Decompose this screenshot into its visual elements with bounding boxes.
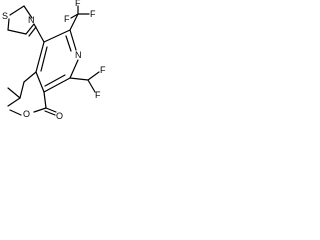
atom-label-cf3-top: F: [75, 0, 81, 8]
bond-ch-methyl-a: [7, 87, 21, 99]
bond-c4-c5: [35, 41, 45, 73]
bond-c2-n-double: [28, 26, 37, 37]
bond-c2-c3-inner: [44, 74, 66, 87]
bond-cf3-f-left: [70, 13, 79, 19]
bond-n-c2: [69, 59, 79, 79]
atom-label-chf2-f-bottom: F: [95, 90, 101, 100]
bond-c3-c4: [35, 71, 45, 93]
bond-c6-cf3: [69, 13, 79, 31]
bond-chf2-f-bottom: [87, 79, 96, 93]
bond-o-methyl: [9, 109, 22, 116]
bond-c6-n: [69, 29, 77, 51]
bond-c2-c3: [43, 77, 71, 93]
thiazoline-ring: [7, 5, 37, 37]
atom-label-cf3-left: F: [64, 14, 70, 24]
bond-ring-to-thiazoline: [33, 23, 45, 43]
bond-ester-c-o: [33, 107, 47, 113]
bond-c4-ch2: [23, 71, 37, 83]
bond-c4-c5-inner: [40, 46, 48, 72]
bond-c3-ester-c: [43, 91, 47, 109]
atom-label-ester-carbonyl-o: O: [56, 111, 63, 121]
bond-c2-n: [25, 23, 35, 35]
atom-label-cf3-right: F: [90, 9, 96, 19]
bond-s-n-side: [7, 18, 10, 31]
bond-c-s-ring: [7, 29, 27, 35]
chemical-structure-diagram: S N N F F F F F O O: [2, 0, 106, 121]
atom-label-ester-o: O: [23, 109, 30, 119]
bond-s-c-top: [9, 5, 25, 16]
atom-label-chf2-f-top: F: [100, 65, 106, 75]
pyridine-ring: [35, 29, 79, 93]
atom-label-pyridine-n: N: [75, 50, 82, 60]
bond-ch2-ch: [19, 81, 25, 99]
bond-c-c-top: [23, 5, 33, 19]
bond-c5-c6: [43, 29, 71, 43]
bond-chf2-f-top: [87, 71, 100, 81]
bond-ch-methyl-b: [7, 97, 21, 107]
bond-c6-n-inner: [65, 35, 72, 52]
bond-ester-c-o-double-a: [45, 107, 57, 113]
bond-c2-chf2: [69, 77, 89, 81]
substituent-bonds: [7, 5, 100, 116]
atom-label-s: S: [2, 11, 8, 21]
bond-ester-c-o-double-b: [44, 110, 56, 116]
atom-label-thiazoline-n: N: [28, 15, 35, 25]
